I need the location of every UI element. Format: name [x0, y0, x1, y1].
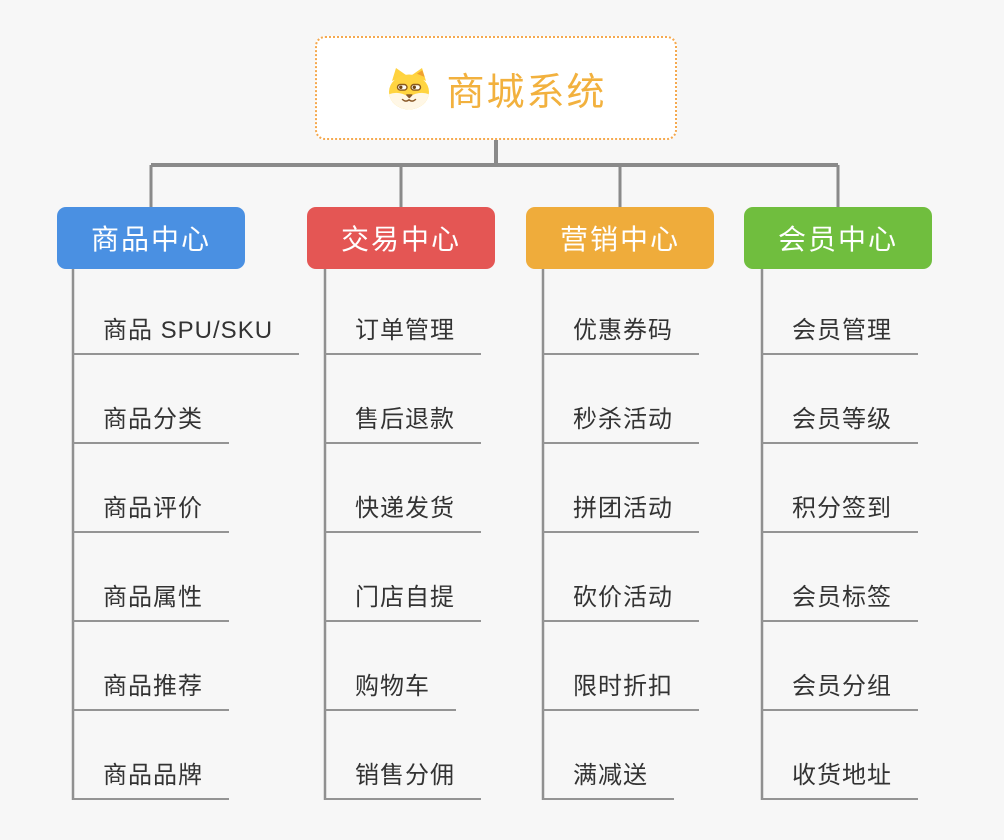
branch-node-1[interactable]: 商品中心: [57, 207, 245, 269]
child-node[interactable]: 会员标签: [762, 582, 918, 622]
branch-node-2[interactable]: 交易中心: [307, 207, 495, 269]
child-node[interactable]: 秒杀活动: [543, 404, 699, 444]
child-node[interactable]: 收货地址: [762, 760, 918, 800]
child-node[interactable]: 门店自提: [325, 582, 481, 622]
branch-node-4[interactable]: 会员中心: [744, 207, 932, 269]
child-node[interactable]: 商品品牌: [73, 760, 229, 800]
child-node[interactable]: 满减送: [543, 760, 674, 800]
root-node[interactable]: 商城系统: [315, 36, 677, 140]
child-node[interactable]: 商品 SPU/SKU: [73, 315, 300, 355]
child-node[interactable]: 快递发货: [325, 493, 481, 533]
child-node[interactable]: 砍价活动: [543, 582, 699, 622]
child-node[interactable]: 购物车: [325, 671, 456, 711]
child-node[interactable]: 销售分佣: [325, 760, 481, 800]
child-node[interactable]: 商品属性: [73, 582, 229, 622]
child-node[interactable]: 会员等级: [762, 404, 918, 444]
branch-node-3[interactable]: 营销中心: [526, 207, 714, 269]
child-node[interactable]: 限时折扣: [543, 671, 699, 711]
child-node[interactable]: 商品评价: [73, 493, 229, 533]
child-node[interactable]: 积分签到: [762, 493, 918, 533]
child-node[interactable]: 售后退款: [325, 404, 481, 444]
dog-face-icon: [385, 66, 433, 111]
child-node[interactable]: 拼团活动: [543, 493, 699, 533]
child-node[interactable]: 会员分组: [762, 671, 918, 711]
child-node[interactable]: 会员管理: [762, 315, 918, 355]
child-node[interactable]: 商品分类: [73, 404, 229, 444]
root-title: 商城系统: [446, 71, 607, 114]
child-node[interactable]: 优惠券码: [543, 315, 699, 355]
child-node[interactable]: 订单管理: [325, 315, 481, 355]
child-node[interactable]: 商品推荐: [73, 671, 229, 711]
